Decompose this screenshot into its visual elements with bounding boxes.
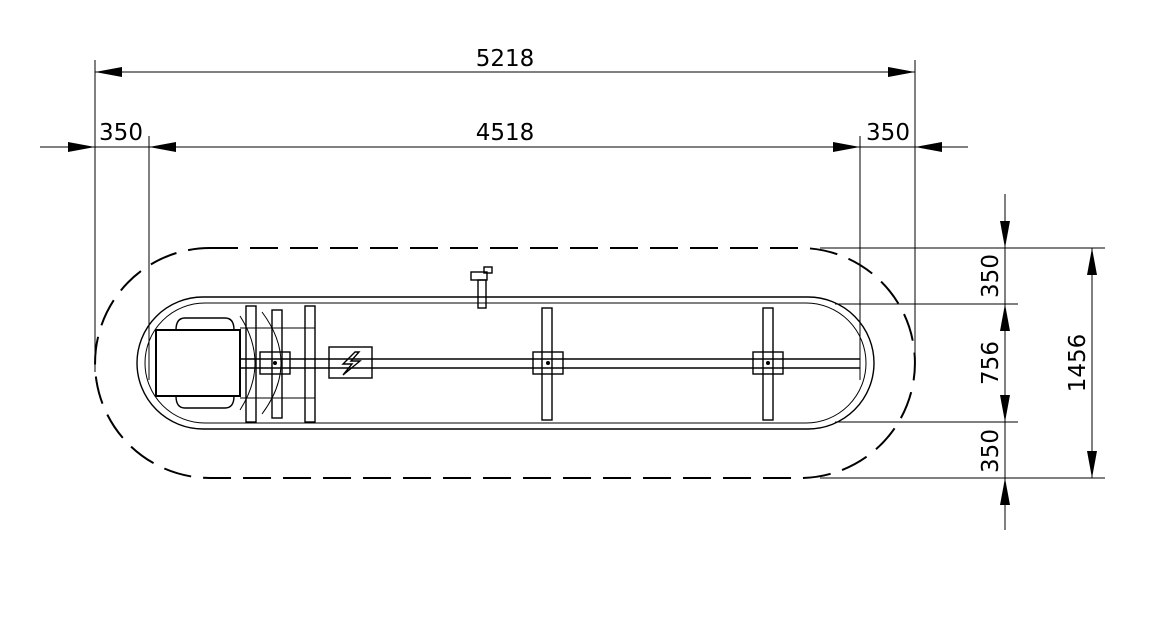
dim-inner-width-label: 756 bbox=[978, 341, 1004, 385]
cross-support-1 bbox=[532, 307, 564, 421]
electrical-box bbox=[328, 346, 373, 379]
dimension-overall-width: 1456 bbox=[1065, 248, 1097, 478]
center-rail bbox=[240, 358, 860, 369]
top-fitting bbox=[470, 266, 493, 309]
dimension-overall-length: 5218 bbox=[94, 46, 916, 372]
dimension-inner-length: 350 4518 350 bbox=[40, 120, 968, 380]
dimension-vertical-stack: 350 756 350 bbox=[820, 194, 1105, 530]
cross-support-2 bbox=[752, 307, 784, 421]
track-frame bbox=[136, 296, 875, 430]
dim-overall-width-label: 1456 bbox=[1065, 334, 1091, 393]
dim-left-margin-label: 350 bbox=[99, 120, 143, 146]
dim-right-margin-label: 350 bbox=[866, 120, 910, 146]
safety-envelope bbox=[94, 247, 916, 479]
drive-unit bbox=[155, 305, 316, 423]
dim-bottom-margin-label: 350 bbox=[978, 429, 1004, 473]
motor-box bbox=[155, 329, 241, 397]
lightning-icon bbox=[341, 351, 362, 376]
drive-coupling bbox=[259, 351, 291, 375]
dim-overall-length-label: 5218 bbox=[476, 46, 535, 72]
dim-top-margin-label: 350 bbox=[978, 254, 1004, 298]
dim-inner-length-label: 4518 bbox=[476, 120, 535, 146]
